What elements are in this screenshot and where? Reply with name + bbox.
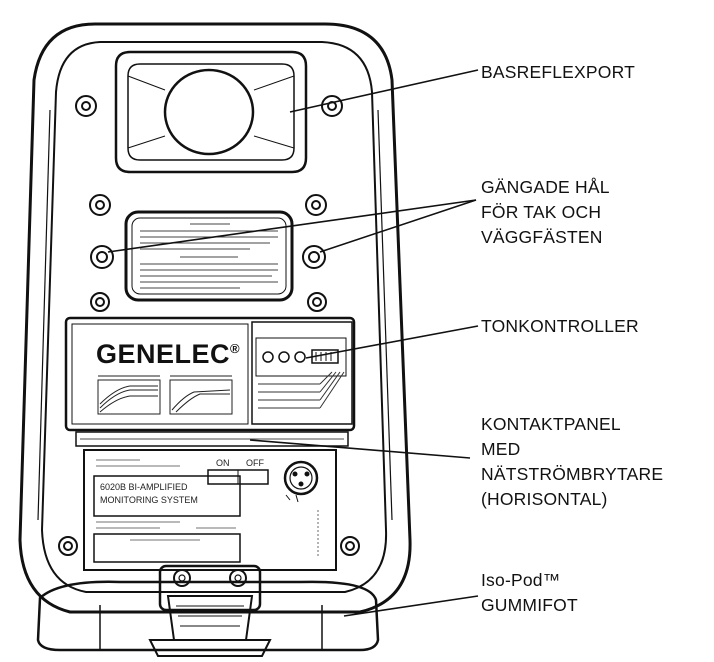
leader-tone xyxy=(305,325,479,359)
callout-bass-reflex-port: BASREFLEXPORT xyxy=(481,62,635,82)
switch-off-label: OFF xyxy=(246,458,264,468)
leader-hole-right xyxy=(319,199,477,253)
bass-reflex-port xyxy=(114,50,308,174)
leader-panel xyxy=(249,439,471,459)
switch-on-label: ON xyxy=(216,458,230,468)
leader-foot xyxy=(343,595,479,617)
screw-icon xyxy=(340,536,360,556)
screw-icon xyxy=(58,536,78,556)
callout-connector-panel: KONTAKTPANEL MED NÄTSTRÖMBRYTARE (HORISO… xyxy=(481,414,668,509)
foot-screw-icon xyxy=(173,569,191,587)
tone-knob-icon xyxy=(294,351,306,363)
control-panel: GENELEC® xyxy=(64,316,356,432)
screw-icon xyxy=(305,194,327,216)
model-line-2: MONITORING SYSTEM xyxy=(100,495,198,505)
callout-iso-pod-foot: Iso-Pod™ GUMMIFOT xyxy=(481,570,578,615)
leader-lines xyxy=(107,69,479,617)
screw-icon xyxy=(75,95,97,117)
screw-icon xyxy=(321,95,343,117)
iso-pod-foot xyxy=(36,564,380,657)
model-line-1: 6020B BI-AMPLIFIED xyxy=(100,482,188,492)
xlr-input-icon xyxy=(283,460,319,496)
callout-threaded-holes: GÄNGADE HÅL FÖR TAK OCH VÄGGFÄSTEN xyxy=(481,177,614,247)
switch-strip xyxy=(75,431,349,447)
connector-panel: ON OFF 6020B BI-AMPLIFIED MONITORING SYS… xyxy=(83,449,337,571)
screw-icon xyxy=(89,194,111,216)
brand-logo: GENELEC® xyxy=(96,339,240,369)
threaded-hole-right-icon xyxy=(302,245,326,269)
screw-icon xyxy=(90,292,110,312)
tone-knob-icon xyxy=(278,351,290,363)
tone-knob-icon xyxy=(262,351,274,363)
screw-icon xyxy=(307,292,327,312)
warning-label xyxy=(124,210,294,302)
callouts: BASREFLEXPORT GÄNGADE HÅL FÖR TAK OCH VÄ… xyxy=(481,62,668,615)
model-label xyxy=(93,475,241,517)
leader-port xyxy=(289,69,479,113)
foot-screw-icon xyxy=(229,569,247,587)
mounting-screws xyxy=(58,95,360,556)
serial-label xyxy=(93,533,241,563)
leader-hole-left xyxy=(107,199,477,253)
callout-tone-controls: TONKONTROLLER xyxy=(481,316,639,336)
threaded-hole-left-icon xyxy=(90,245,114,269)
speaker-cabinet xyxy=(18,22,412,614)
